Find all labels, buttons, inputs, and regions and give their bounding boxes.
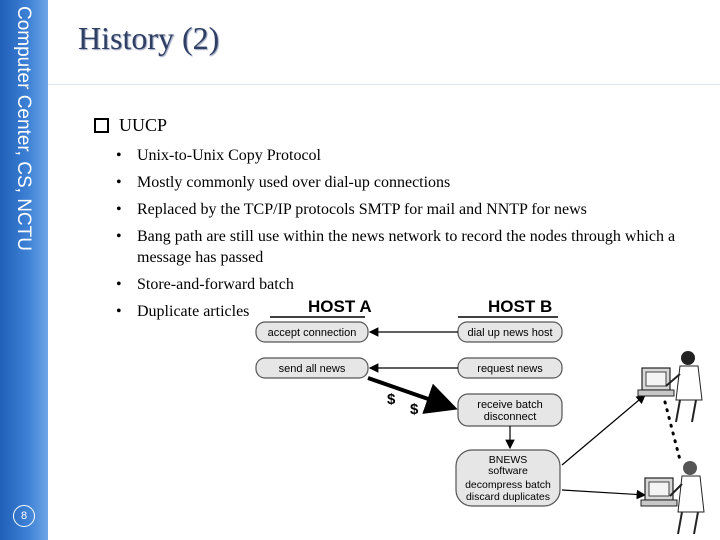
bnews-decompress-label: decompress batch (465, 479, 551, 491)
sidebar: Computer Center, CS, NCTU 8 (0, 0, 48, 540)
list-item: • Bang path are still use within the news… (116, 226, 696, 268)
bullet-dot-icon: • (116, 303, 122, 320)
bnews-label: BNEWS (489, 454, 528, 466)
bullet-dot-icon: • (116, 147, 122, 164)
user-computer-icon (637, 351, 703, 423)
dollar-sign-2: $ (410, 401, 419, 418)
user-computer2-icon (640, 461, 705, 535)
host-a-label: HOST A (308, 297, 372, 316)
dial-up-label: dial up news host (468, 327, 553, 339)
accept-connection-box (255, 321, 369, 343)
bullet-dot-icon: • (116, 174, 122, 191)
send-all-news-box (255, 357, 369, 379)
checkbox-bullet-icon (94, 118, 109, 133)
bullet-dot-icon: • (116, 276, 122, 293)
disconnect-label: disconnect (484, 411, 537, 423)
list-item: • Duplicate articles (116, 301, 696, 322)
bullet-dot-icon: • (116, 228, 122, 245)
list-item-text: Unix-to-Unix Copy Protocol (137, 147, 321, 164)
host-b-label: HOST B (488, 297, 552, 316)
bnews-to-computer-arrow (561, 394, 646, 466)
list-item: • Store-and-forward batch (116, 274, 696, 295)
uucp-diagram: HOST A HOST B accept connection dial up … (255, 297, 705, 535)
bnews-discard-label: discard duplicates (466, 491, 550, 503)
bnews-software-label: software (488, 465, 528, 477)
send-all-news-label: send all news (279, 363, 346, 375)
list-item: • Replaced by the TCP/IP protocols SMTP f… (116, 199, 696, 220)
dollar-sign-1: $ (387, 391, 396, 408)
slide-title: History (2) (78, 20, 220, 56)
list-item: • Mostly commonly used over dial-up conne… (116, 172, 696, 193)
list-item-text: Store-and-forward batch (137, 276, 294, 293)
send-to-receive-arrow (367, 376, 458, 414)
bnews-box (455, 449, 561, 507)
bullet-list: • Unix-to-Unix Copy Protocol • Mostly comm… (116, 145, 696, 328)
receive-batch-label: receive batch (477, 399, 542, 411)
dotted-connection-line (663, 400, 682, 462)
list-item-text: Bang path are still use within the news … (137, 228, 676, 266)
list-item-text: Mostly commonly used over dial-up connec… (137, 174, 451, 191)
list-item-text: Duplicate articles (137, 303, 250, 320)
bullet-dot-icon: • (116, 201, 122, 218)
title-divider (48, 84, 720, 85)
bnews-to-computer2-arrow (561, 489, 647, 500)
list-item: • Unix-to-Unix Copy Protocol (116, 145, 696, 166)
request-news-label: request news (477, 363, 543, 375)
list-item-text: Replaced by the TCP/IP protocols SMTP fo… (137, 201, 587, 218)
accept-connection-label: accept connection (268, 327, 357, 339)
page-number: 8 (13, 505, 35, 527)
sidebar-org-title: Computer Center, CS, NCTU (13, 6, 34, 251)
section-heading-text: UUCP (119, 115, 168, 135)
section-heading: UUCP (94, 115, 167, 136)
